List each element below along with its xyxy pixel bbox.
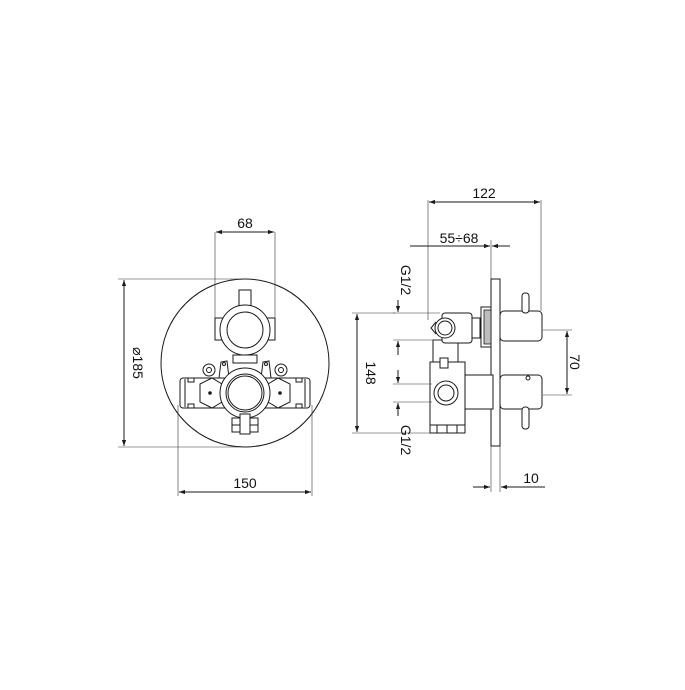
dimension-10: 10 xyxy=(473,446,545,492)
dimension-148: 148 xyxy=(352,312,430,434)
dimension-68: 68 xyxy=(214,215,276,318)
dim-label-148: 148 xyxy=(363,361,379,385)
side-view: 122 55÷68 G1/2 G1/2 xyxy=(352,185,583,492)
dim-label-diameter-185: ⌀185 xyxy=(130,347,146,379)
dim-label-150: 150 xyxy=(233,475,257,491)
dimension-diameter-185: ⌀185 xyxy=(118,278,245,448)
dim-label-10: 10 xyxy=(523,470,539,486)
dim-label-g12-bottom: G1/2 xyxy=(398,425,414,456)
dim-label-55-68: 55÷68 xyxy=(440,230,479,246)
side-body-icon xyxy=(429,312,494,434)
dim-label-68: 68 xyxy=(237,215,253,231)
dimension-g12-bottom: G1/2 xyxy=(393,370,432,455)
dimension-150: 150 xyxy=(177,405,313,496)
dimension-55-68: 55÷68 xyxy=(410,230,510,279)
wall-plate xyxy=(490,278,501,447)
side-top-handle-icon xyxy=(480,292,543,348)
dimension-122: 122 xyxy=(427,185,542,320)
dim-label-70: 70 xyxy=(567,354,583,370)
dimension-g12-top: G1/2 xyxy=(393,265,440,355)
dim-label-g12-top: G1/2 xyxy=(398,265,414,296)
side-bottom-handle-icon xyxy=(499,374,543,430)
dimension-70: 70 xyxy=(543,329,583,396)
top-handle-icon xyxy=(214,289,276,364)
front-view: 68 ⌀185 150 xyxy=(118,215,330,496)
mixing-body-icon xyxy=(179,360,311,435)
dim-label-122: 122 xyxy=(472,185,496,201)
